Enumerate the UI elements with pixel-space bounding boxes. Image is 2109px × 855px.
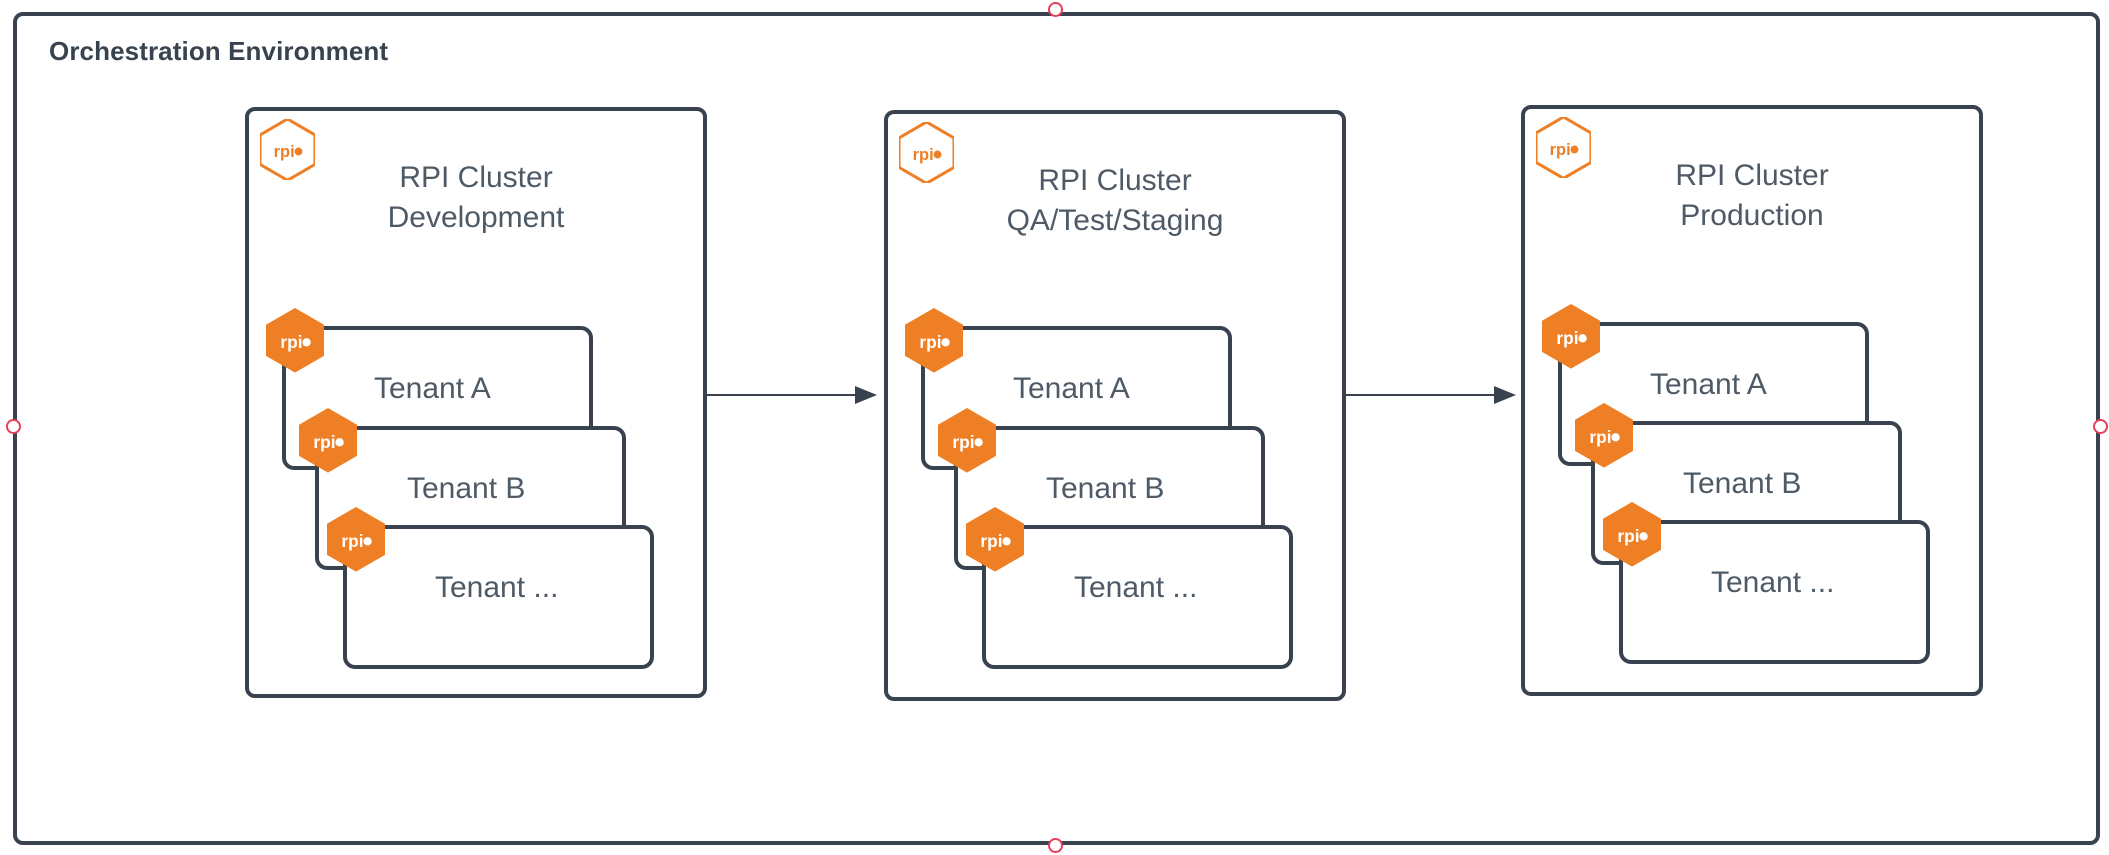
tenant-label: Tenant B bbox=[1683, 467, 1802, 500]
rpi-hexagon-filled-icon: rpi bbox=[1603, 502, 1661, 567]
rpi-hexagon-filled-icon: rpi bbox=[938, 408, 996, 473]
tenant-label: Tenant B bbox=[1046, 472, 1165, 505]
tenant-card[interactable]: Tenant ... bbox=[982, 525, 1293, 669]
svg-text:rpi: rpi bbox=[341, 531, 363, 551]
handle-top[interactable] bbox=[1048, 2, 1063, 17]
handle-right[interactable] bbox=[2093, 419, 2108, 434]
rpi-hexagon-filled-icon: rpi bbox=[266, 308, 324, 373]
page-title: Orchestration Environment bbox=[49, 36, 389, 66]
arrow-dev-to-qa[interactable] bbox=[707, 385, 877, 405]
rpi-hexagon-filled-icon: rpi bbox=[327, 507, 385, 572]
rpi-hexagon-filled-icon: rpi bbox=[905, 308, 963, 373]
svg-text:rpi: rpi bbox=[980, 531, 1002, 551]
rpi-hexagon-filled-icon: rpi bbox=[299, 408, 357, 473]
handle-left[interactable] bbox=[6, 419, 21, 434]
rpi-hexagon-outline-icon: rpi bbox=[260, 119, 315, 181]
handle-bottom[interactable] bbox=[1048, 838, 1063, 853]
rpi-hexagon-outline-icon: rpi bbox=[1536, 117, 1591, 179]
cluster-title: RPI Cluster Production bbox=[1675, 159, 1829, 232]
svg-text:rpi: rpi bbox=[280, 332, 302, 352]
svg-text:rpi: rpi bbox=[1589, 427, 1611, 447]
rpi-hexagon-filled-icon: rpi bbox=[1542, 304, 1600, 369]
tenant-label: Tenant A bbox=[374, 372, 491, 405]
svg-text:rpi: rpi bbox=[1556, 328, 1578, 348]
svg-text:rpi: rpi bbox=[1550, 141, 1571, 159]
tenant-label: Tenant A bbox=[1013, 372, 1130, 405]
svg-text:rpi: rpi bbox=[913, 146, 934, 164]
tenant-label: Tenant A bbox=[1650, 368, 1767, 401]
arrow-qa-to-prod[interactable] bbox=[1346, 385, 1516, 405]
cluster-title: RPI Cluster QA/Test/Staging bbox=[1006, 164, 1224, 237]
tenant-card[interactable]: Tenant ... bbox=[1619, 520, 1930, 664]
rpi-hexagon-outline-icon: rpi bbox=[899, 122, 954, 184]
tenant-label: Tenant ... bbox=[1074, 571, 1198, 604]
tenant-label: Tenant ... bbox=[435, 571, 559, 604]
svg-text:rpi: rpi bbox=[274, 143, 295, 161]
svg-text:rpi: rpi bbox=[919, 332, 941, 352]
svg-text:rpi: rpi bbox=[1617, 526, 1639, 546]
svg-text:rpi: rpi bbox=[952, 432, 974, 452]
svg-text:rpi: rpi bbox=[313, 432, 335, 452]
tenant-label: Tenant B bbox=[407, 472, 526, 505]
cluster-title: RPI Cluster Development bbox=[387, 161, 565, 234]
tenant-label: Tenant ... bbox=[1711, 566, 1835, 599]
rpi-hexagon-filled-icon: rpi bbox=[966, 507, 1024, 572]
rpi-hexagon-filled-icon: rpi bbox=[1575, 403, 1633, 468]
tenant-card[interactable]: Tenant ... bbox=[343, 525, 654, 669]
